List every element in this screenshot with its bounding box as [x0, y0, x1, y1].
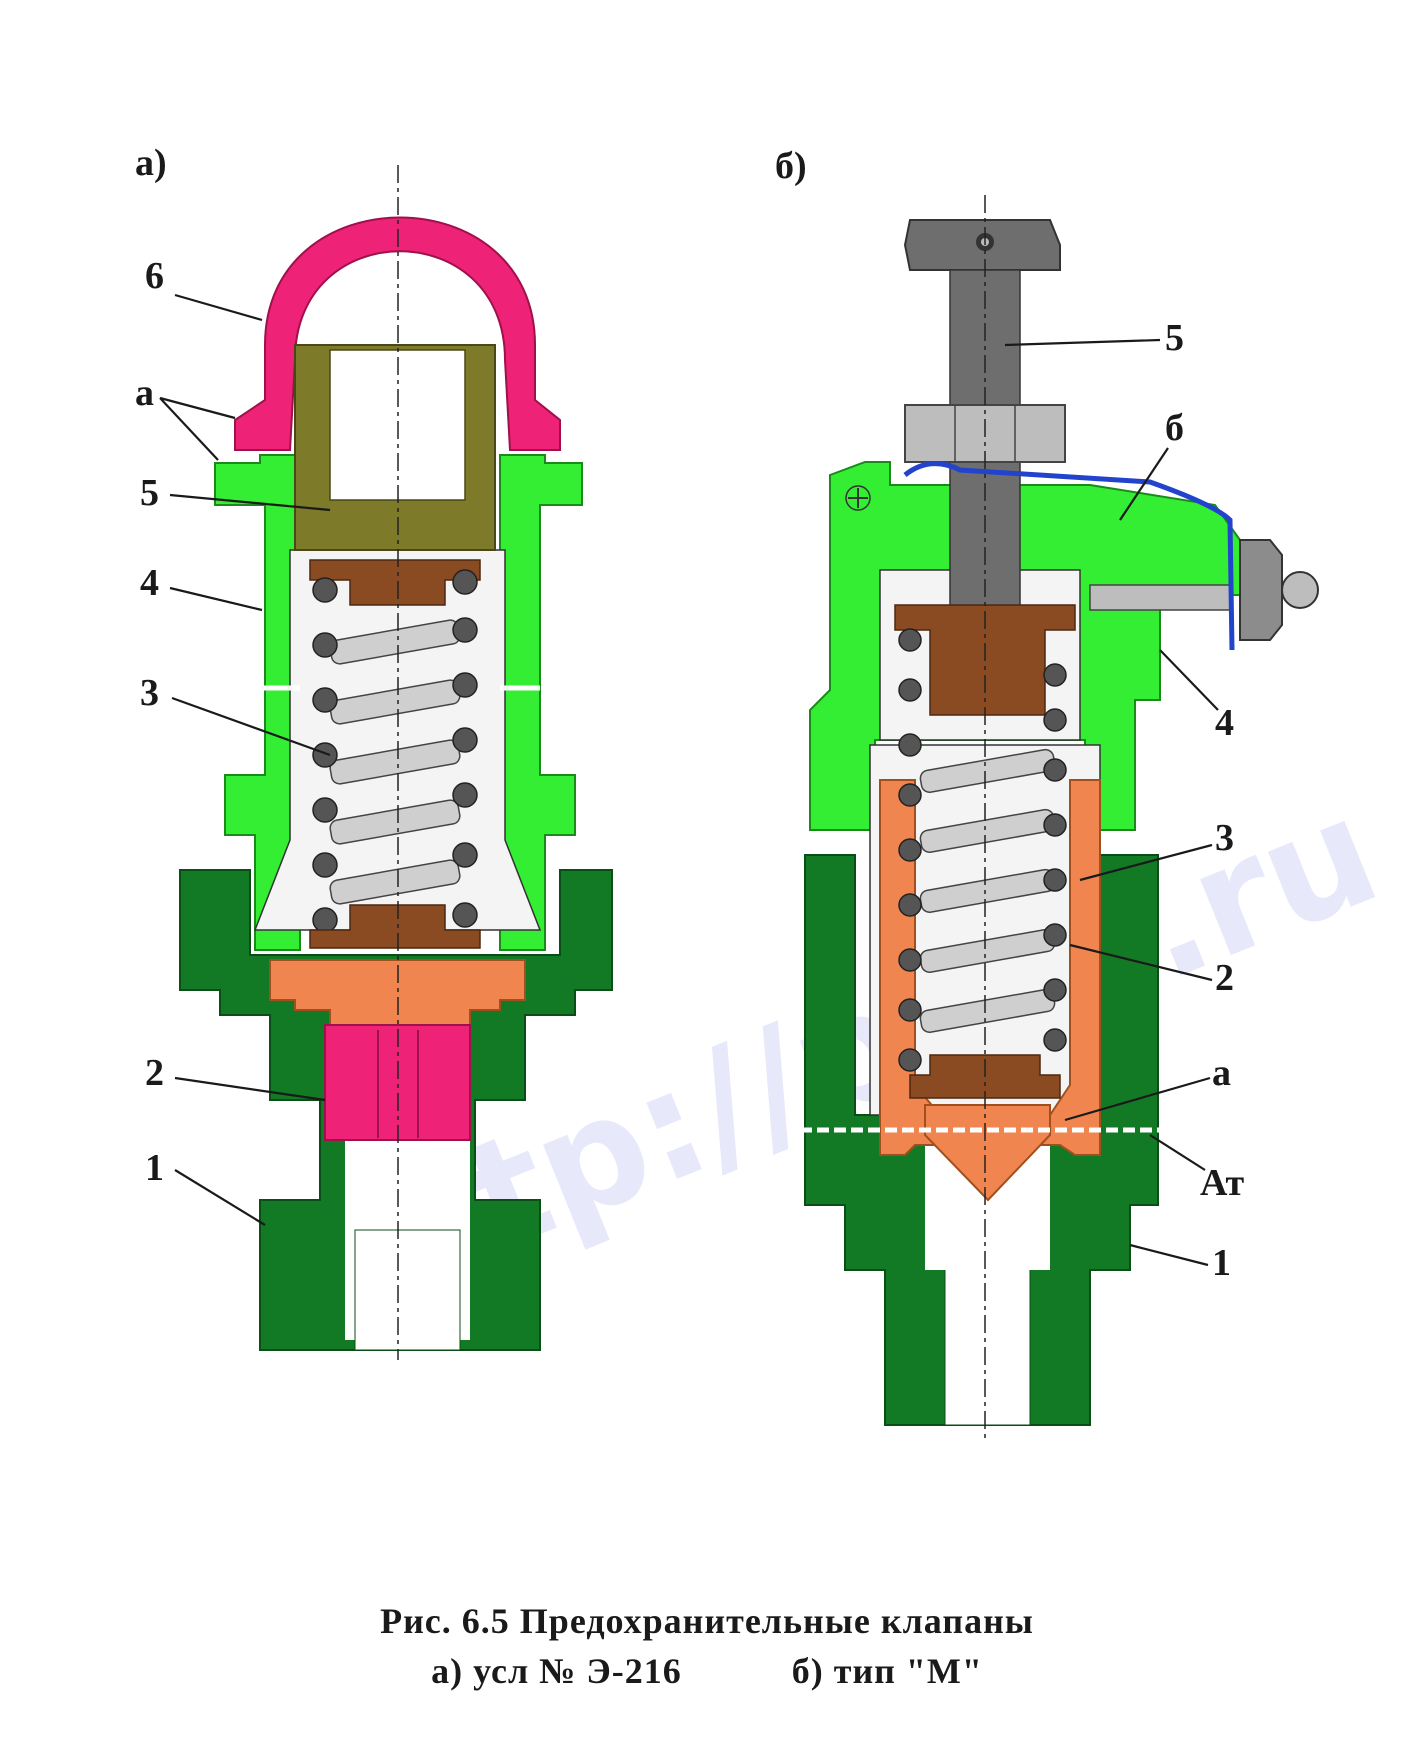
label-b-a: а	[1212, 1052, 1231, 1094]
label-a-a: а	[135, 372, 154, 414]
panel-b-letter: б)	[775, 145, 807, 187]
caption-panel-a: а) усл № Э-216	[431, 1651, 682, 1691]
valve-a-upper-body-right	[499, 454, 583, 951]
label-b-2: 2	[1215, 957, 1234, 999]
label-b-3: 3	[1215, 817, 1234, 859]
valve-a-spring-coil-ends	[312, 569, 478, 933]
valve-b-side-plug	[1239, 539, 1283, 641]
label-b-1: 1	[1212, 1242, 1231, 1284]
label-b-at: Ат	[1200, 1162, 1245, 1204]
label-a-6: 6	[145, 255, 164, 297]
label-a-3: 3	[140, 672, 159, 714]
label-a-1: 1	[145, 1147, 164, 1189]
valve-a-seal-cap	[234, 216, 561, 451]
panel-a-letter: а)	[135, 142, 167, 184]
valve-a-lower-spring-plate	[309, 904, 481, 949]
valve-b	[800, 195, 1319, 1440]
label-b-4: 4	[1215, 702, 1234, 744]
label-b-5: 5	[1165, 317, 1184, 359]
valve-a-outlet-bore	[354, 1229, 461, 1351]
label-a-5: 5	[140, 472, 159, 514]
label-b-b: б	[1165, 407, 1184, 449]
caption-subtitle: а) усл № Э-216 б) тип "М"	[0, 1650, 1414, 1692]
caption-title: Рис. 6.5 Предохранительные клапаны	[380, 1601, 1034, 1641]
valve-b-inlet-port	[925, 1140, 1050, 1270]
label-a-2: 2	[145, 1052, 164, 1094]
label-a-4: 4	[140, 562, 159, 604]
caption-panel-b: б) тип "М"	[791, 1651, 983, 1691]
valve-b-seal-wire	[903, 461, 1235, 651]
valve-a	[179, 165, 613, 1360]
valve-b-spring-coil-ends	[898, 628, 1067, 1072]
valve-b-side-port	[1089, 584, 1231, 611]
